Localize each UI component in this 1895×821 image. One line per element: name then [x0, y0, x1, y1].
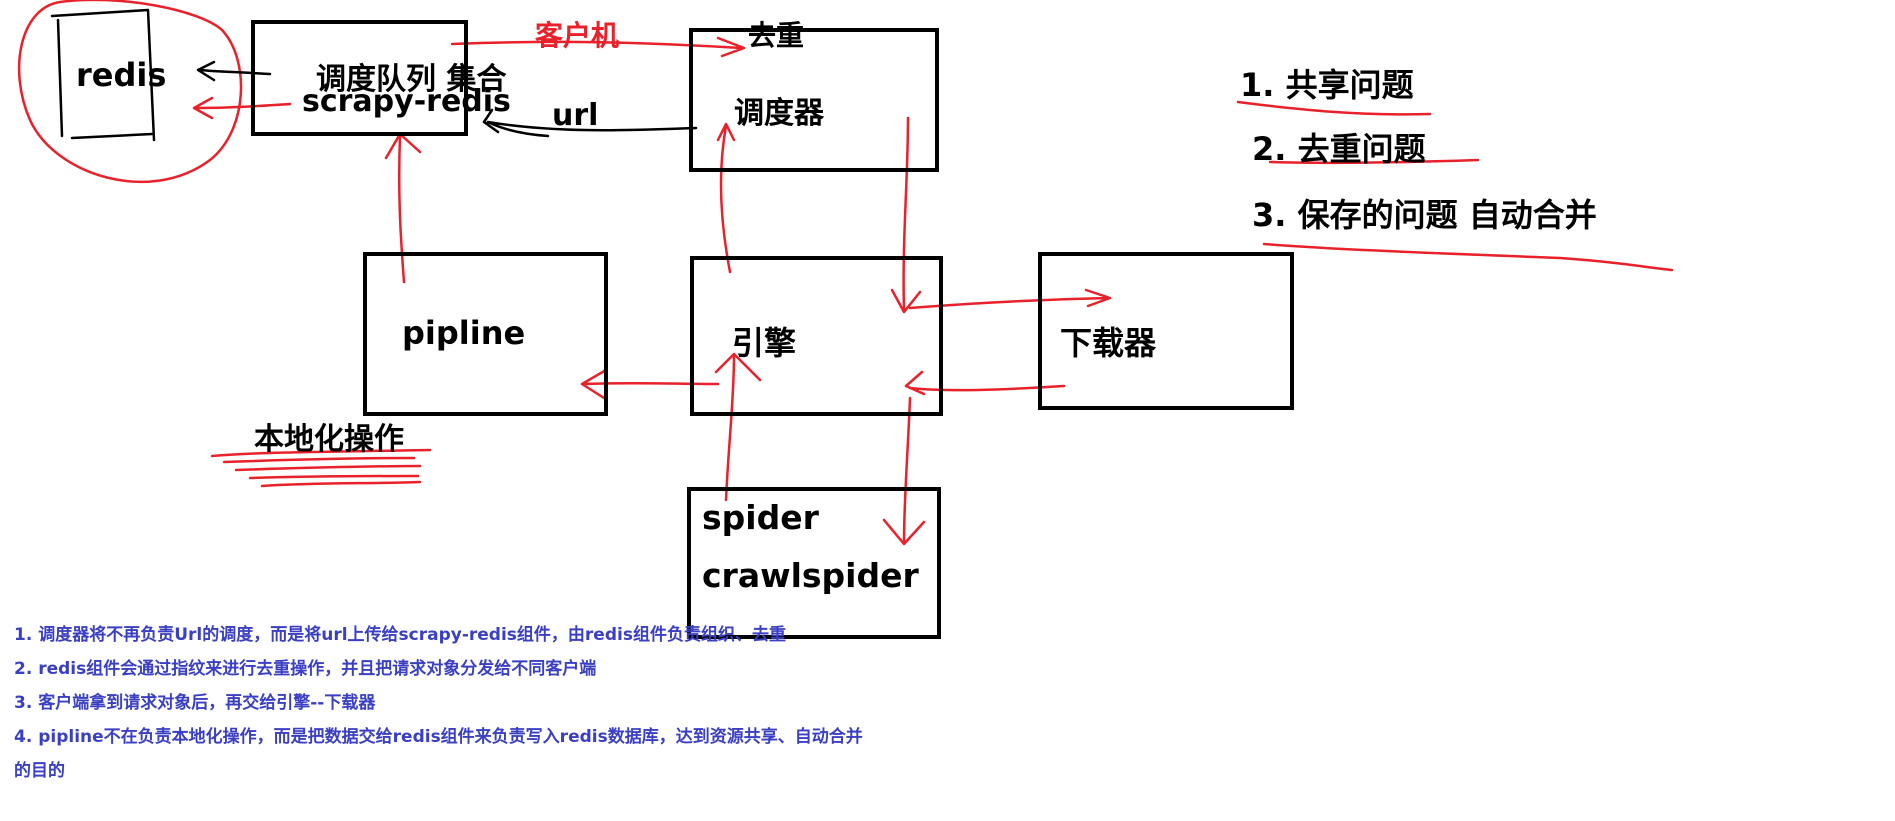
- localize-annotation: 本地化操作: [254, 422, 404, 457]
- arrow-engine-to-pipline: [580, 368, 720, 400]
- arrow-engine-to-downloader: [908, 288, 1112, 310]
- redis-circle: [17, 0, 243, 183]
- arrow-engine-to-scheduler: [716, 122, 736, 274]
- arrow-spider-to-engine: [714, 352, 762, 502]
- issue-item-1: 1. 共享问题: [1240, 66, 1414, 104]
- redis-box-outline: [50, 8, 156, 142]
- queue-label-line2: scrapy-redis: [302, 84, 511, 119]
- client-annotation: 客户机: [535, 19, 620, 52]
- downloader-label: 下载器: [1060, 324, 1157, 362]
- note-line-3: 3. 客户端拿到请求对象后，再交给引擎--下载器: [14, 693, 376, 713]
- scheduler-label: 调度器: [734, 96, 824, 131]
- issue-1-underline: [1236, 100, 1432, 116]
- localize-scribble: [210, 448, 432, 488]
- note-line-2: 2. redis组件会通过指纹来进行去重操作，并且把请求对象分发给不同客户端: [14, 659, 597, 679]
- issue-3-underline: [1262, 242, 1674, 272]
- pipline-label: pipline: [402, 314, 526, 352]
- note-line-5: 的目的: [14, 761, 65, 781]
- arrow-downloader-to-engine: [904, 370, 1066, 396]
- spider-label: spider: [702, 498, 819, 537]
- spider-box: [687, 487, 941, 639]
- scheduler-box: [689, 28, 939, 172]
- arrow-scheduler-url-to-queue: [482, 108, 698, 138]
- issue-item-2: 2. 去重问题: [1252, 130, 1426, 168]
- note-line-1: 1. 调度器将不再负责Url的调度，而是将url上传给scrapy-redis组…: [14, 625, 786, 645]
- redis-label: redis: [76, 56, 167, 94]
- arrow-queue-to-redis-1: [196, 60, 272, 82]
- arrow-scheduler-to-engine: [890, 116, 922, 314]
- arrow-client-to-scheduler: [450, 36, 746, 58]
- engine-label: 引擎: [732, 324, 797, 362]
- dedup-annotation: 去重: [748, 19, 805, 52]
- engine-box: [690, 256, 943, 416]
- note-line-4: 4. pipline不在负责本地化操作，而是把数据交给redis组件来负责写入r…: [14, 727, 863, 747]
- pipline-box: [363, 252, 608, 416]
- url-annotation: url: [552, 98, 599, 133]
- crawlspider-label: crawlspider: [702, 556, 919, 595]
- downloader-box: [1038, 252, 1294, 410]
- issue-item-3: 3. 保存的问题 自动合并: [1252, 196, 1597, 234]
- arrow-queue-to-redis-2: [192, 96, 292, 120]
- scheduler-queue-box: [251, 20, 468, 136]
- queue-label-line1: 调度队列 集合: [316, 62, 507, 97]
- issue-2-underline: [1268, 158, 1480, 165]
